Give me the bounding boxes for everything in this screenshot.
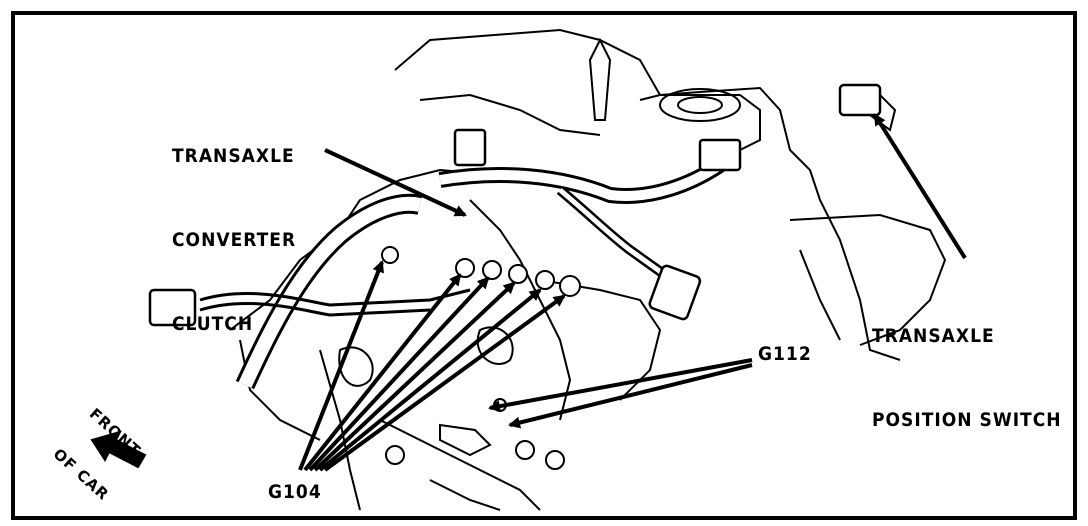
- label-g104: G104: [268, 481, 322, 503]
- label-line: POSITION SWITCH: [872, 409, 1062, 431]
- label-g112: G112: [758, 343, 812, 365]
- label-transaxle-position-switch: TRANSAXLE POSITION SWITCH: [872, 266, 1062, 462]
- switch-connector-icon: [838, 83, 882, 117]
- arrow-down-left-icon: [90, 430, 147, 469]
- callout-arrows: [298, 113, 967, 472]
- label-line: TRANSAXLE: [172, 145, 295, 167]
- label-line: TRANSAXLE: [872, 325, 995, 347]
- left-connector-icon: [148, 288, 197, 327]
- label-line: FRONT: [85, 404, 145, 460]
- top-connector-icon: [453, 128, 487, 167]
- label-transaxle-converter-clutch: TRANSAXLE CONVERTER CLUTCH: [172, 86, 296, 366]
- label-line: CLUTCH: [172, 313, 254, 335]
- wiring-harness: [199, 158, 725, 390]
- ground-terminals: [381, 246, 581, 470]
- diagram-frame: [11, 11, 1077, 520]
- right-connector-icon: [648, 264, 702, 321]
- connectors: [148, 83, 882, 327]
- label-line: CONVERTER: [172, 229, 297, 251]
- engine-outline: [229, 28, 947, 511]
